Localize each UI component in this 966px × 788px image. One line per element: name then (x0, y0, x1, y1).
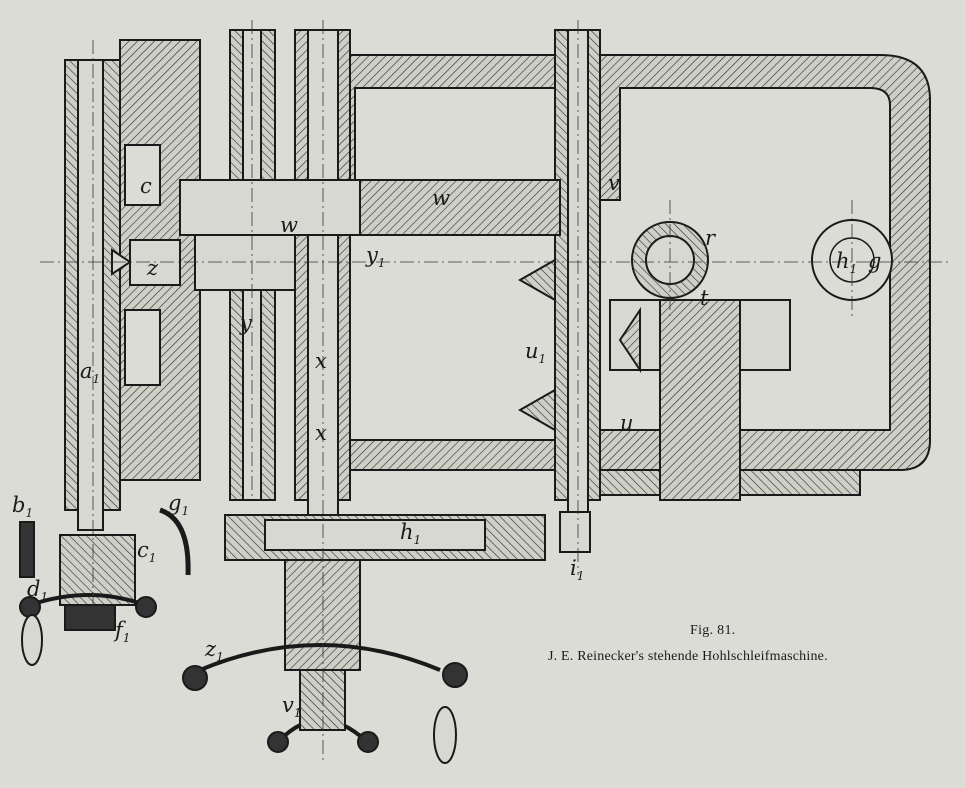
label-z: z (146, 256, 159, 280)
label-v: v (608, 171, 620, 195)
label-c1: c1 (137, 538, 156, 565)
label-d1: d1 (27, 577, 48, 604)
label-x-lower: x (315, 421, 327, 445)
label-c: c (140, 174, 152, 198)
label-t: t (700, 286, 709, 310)
label-i1: i1 (570, 556, 584, 583)
label-u: u (620, 411, 634, 435)
label-y: y (239, 311, 253, 335)
left-column (64, 39, 201, 531)
label-h1: h1 (836, 249, 857, 276)
label-g1: g1 (168, 491, 189, 518)
label-y1: y1 (365, 243, 386, 270)
main-frame (299, 54, 931, 496)
label-h1-wheel: h1 (400, 520, 421, 547)
part-labels: a1 b1 c c1 d1 f1 g g1 h1 h1 i1 t u u1 v … (12, 171, 881, 720)
label-b1: b1 (12, 493, 33, 520)
figure-number: Fig. 81. (690, 623, 736, 638)
center-lines (40, 20, 950, 760)
label-z1: z1 (204, 637, 224, 664)
label-u1: u1 (525, 339, 546, 366)
label-r: r (705, 226, 717, 250)
label-x: x (315, 349, 327, 373)
lower-assembly (19, 507, 591, 764)
label-g: g (868, 249, 881, 273)
label-f1: f1 (113, 618, 130, 645)
label-a1: a1 (80, 359, 100, 386)
figure-title: J. E. Reinecker's stehende Hohlschleifma… (548, 649, 828, 664)
label-w: w (432, 186, 450, 210)
label-v1: v1 (282, 693, 302, 720)
label-w-small: w (280, 213, 298, 237)
